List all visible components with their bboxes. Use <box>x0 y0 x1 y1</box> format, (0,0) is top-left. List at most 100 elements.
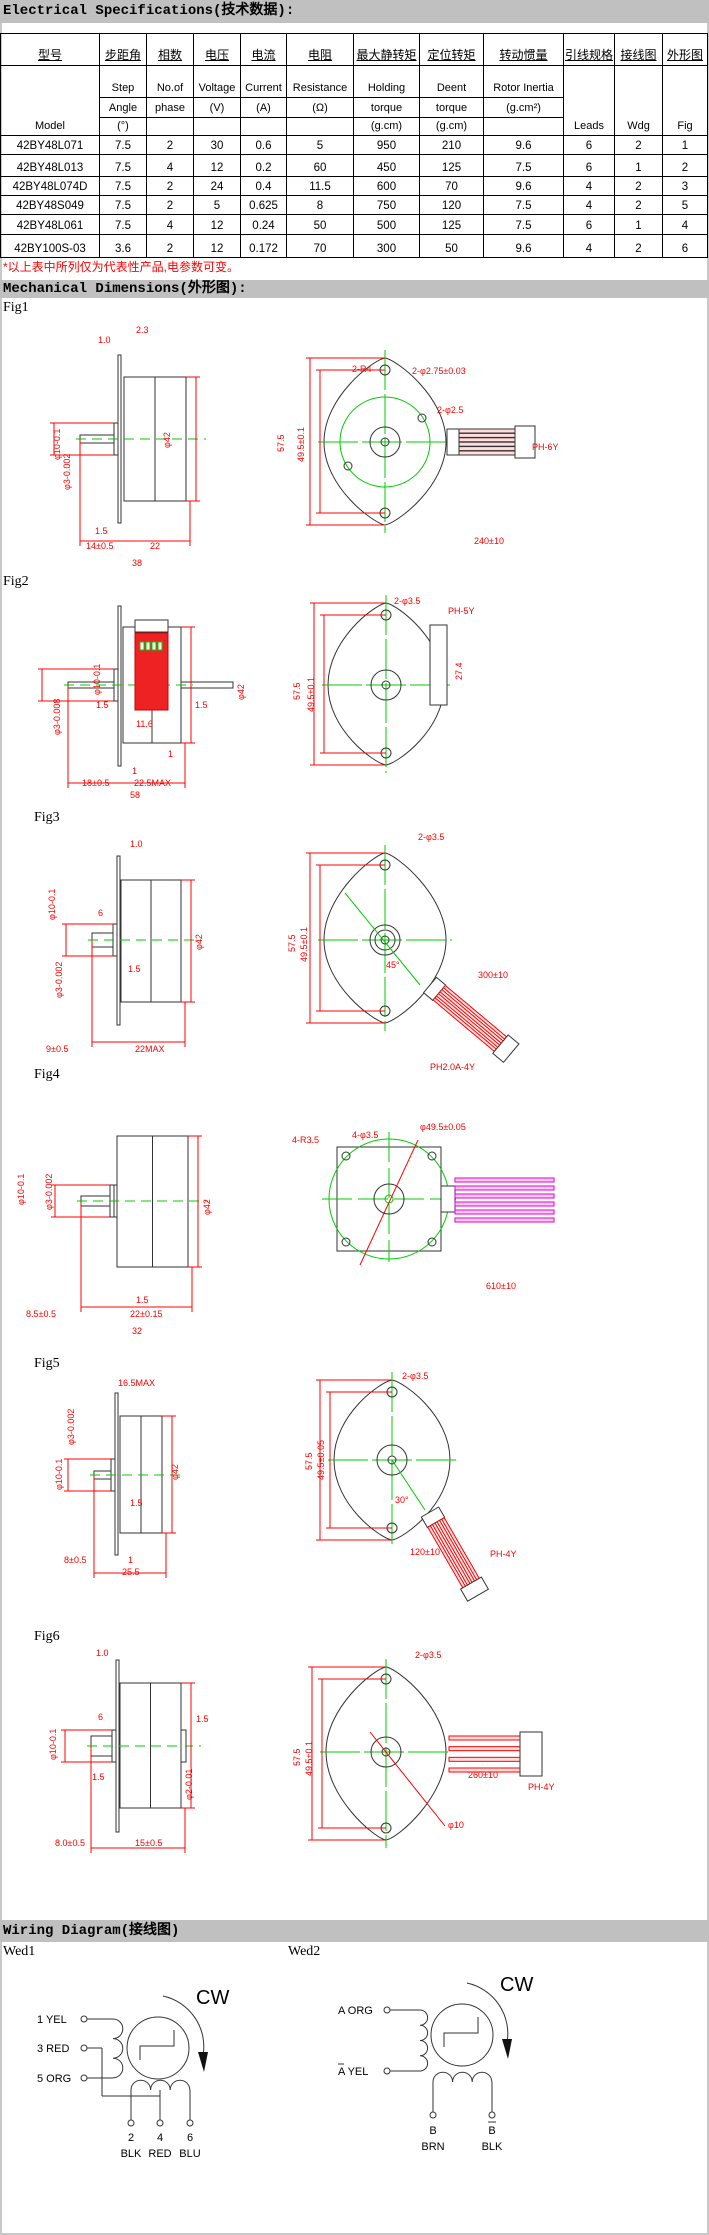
fig5-label: Fig5 <box>34 1356 60 1371</box>
header-fig: Fig <box>662 65 708 136</box>
dimension-label: φ10-0.1 <box>48 1729 58 1760</box>
dimension-label: 1.5 <box>92 1772 105 1782</box>
dimension-label: φ3-0.002 <box>54 962 64 998</box>
lead-label: A YEL <box>338 2066 368 2078</box>
dimension-label: 14±0.5 <box>86 541 113 551</box>
table-cell: 2 <box>614 234 663 258</box>
dimension-label: 25.5 <box>122 1567 140 1577</box>
table-cell: 0.172 <box>240 234 287 258</box>
terminal-color: BRN <box>421 2141 444 2153</box>
fig6-label: Fig6 <box>34 1629 60 1644</box>
dimension-label: φ10-0.1 <box>52 429 62 460</box>
dimension-label: φ10-0.1 <box>47 889 57 920</box>
terminal-color: BLK <box>482 2141 503 2153</box>
dimension-label: 18±0.5 <box>82 778 109 788</box>
dimension-label: φ49.5±0.05 <box>420 1122 466 1132</box>
table-cell: 12 <box>193 234 241 258</box>
terminal-color: BLK <box>121 2148 142 2160</box>
dimension-label: 49.5±0.05 <box>316 1440 326 1480</box>
header-row-en-3: (°) (g.cm) (g.cm) <box>1 117 708 136</box>
fig1-label: Fig1 <box>3 300 29 315</box>
dimension-label: 2-φ3.5 <box>402 1371 428 1381</box>
mechanical-section-header: Mechanical Dimensions(外形图): <box>0 280 709 298</box>
table-cell: 9.6 <box>483 234 564 258</box>
dimension-label: 1.0 <box>98 335 111 345</box>
terminal-color: BLU <box>179 2148 200 2160</box>
dimension-label: 49.5±0.1 <box>296 427 306 462</box>
dimension-label: φ42 <box>162 432 172 448</box>
terminal-number: 6 <box>187 2132 193 2144</box>
dimension-label: 8.0±0.5 <box>55 1838 85 1848</box>
dimension-label: φ10 <box>448 1820 464 1830</box>
dimension-label: 9±0.5 <box>46 1044 68 1054</box>
dimension-label: 1.0 <box>130 839 143 849</box>
dimension-label: 27.4 <box>454 662 464 680</box>
dimension-label: φ3-0.002 <box>62 454 72 490</box>
terminal-number: B <box>488 2125 495 2137</box>
dimension-label: PH-4Y <box>490 1549 517 1559</box>
dimension-label: 57.5 <box>276 434 286 452</box>
lead-label: 5 ORG <box>37 2073 71 2085</box>
dimension-label: 2-φ2.75±0.03 <box>412 366 466 376</box>
wed2-label: Wed2 <box>288 1944 321 1959</box>
header-row-en-2: Angle phase (V) (A) (Ω) torque torque (g… <box>1 97 708 118</box>
dimension-label: 2-φ3.5 <box>415 1650 441 1660</box>
terminal-color: RED <box>148 2148 171 2160</box>
dimension-label: PH-5Y <box>448 606 475 616</box>
dimension-label: 32 <box>132 1326 142 1336</box>
dimension-label: 16.5MAX <box>118 1378 155 1388</box>
dimension-label: 2-φ3.5 <box>394 596 420 606</box>
dimension-label: 1.5 <box>130 1498 143 1508</box>
dimension-label: 49.5±0.1 <box>299 927 309 962</box>
fig4-label: Fig4 <box>34 1067 60 1082</box>
dimension-label: 22 <box>150 541 160 551</box>
header-cn-8: 转动惯量 <box>483 33 564 66</box>
dimension-label: 6 <box>98 908 103 918</box>
dimension-label: 15±0.5 <box>135 1838 162 1848</box>
dimension-label: φ3-0.008 <box>52 699 62 735</box>
electrical-section-header: Electrical Specifications(技术数据): <box>0 0 709 23</box>
dimension-label: 22MAX <box>135 1044 165 1054</box>
dimension-label: φ10-0.1 <box>54 1459 64 1490</box>
dimension-label: 38 <box>132 558 142 568</box>
header-step: Step <box>99 65 147 98</box>
lead-label: 1 YEL <box>37 2014 67 2026</box>
dimension-label: 58 <box>130 790 140 800</box>
dimension-label: 1.5 <box>195 700 208 710</box>
dimension-label: PH-4Y <box>528 1782 555 1792</box>
dimension-label: 8±0.5 <box>64 1555 86 1565</box>
dimension-label: φ10-0.1 <box>16 1174 26 1205</box>
dimension-label: 57.5 <box>292 682 302 700</box>
lead-label: A ORG <box>338 2005 373 2017</box>
terminal-number: 2 <box>128 2132 134 2144</box>
dimension-label: φ10-0.1 <box>92 664 102 695</box>
dimension-label: 1.5 <box>136 1295 149 1305</box>
rotation-label: CW <box>196 1987 229 2009</box>
dimension-label: 1.5 <box>196 1714 209 1724</box>
dimension-label: 1.5 <box>95 526 108 536</box>
dimension-label: 240±10 <box>474 536 504 546</box>
wiring-section-header: Wiring Diagram(接线图) <box>0 1920 709 1942</box>
header-holding: Holding <box>353 65 420 98</box>
table-cell: 4 <box>563 234 615 258</box>
dimension-label: 610±10 <box>486 1281 516 1291</box>
terminal-number: 4 <box>157 2132 163 2144</box>
dimension-label: φ42 <box>194 934 204 950</box>
dimension-label: 300±10 <box>478 970 508 980</box>
dimension-label: 49.5±0.1 <box>304 1741 314 1776</box>
fig2-label: Fig2 <box>3 574 29 589</box>
dimension-label: 4-R3.5 <box>292 1135 319 1145</box>
dimension-label: 45° <box>386 960 400 970</box>
lead-label: 3 RED <box>37 2043 69 2055</box>
dimension-label: 1 <box>132 766 137 776</box>
terminal-number: B <box>429 2125 436 2137</box>
dimension-label: 57.5 <box>292 1748 302 1766</box>
